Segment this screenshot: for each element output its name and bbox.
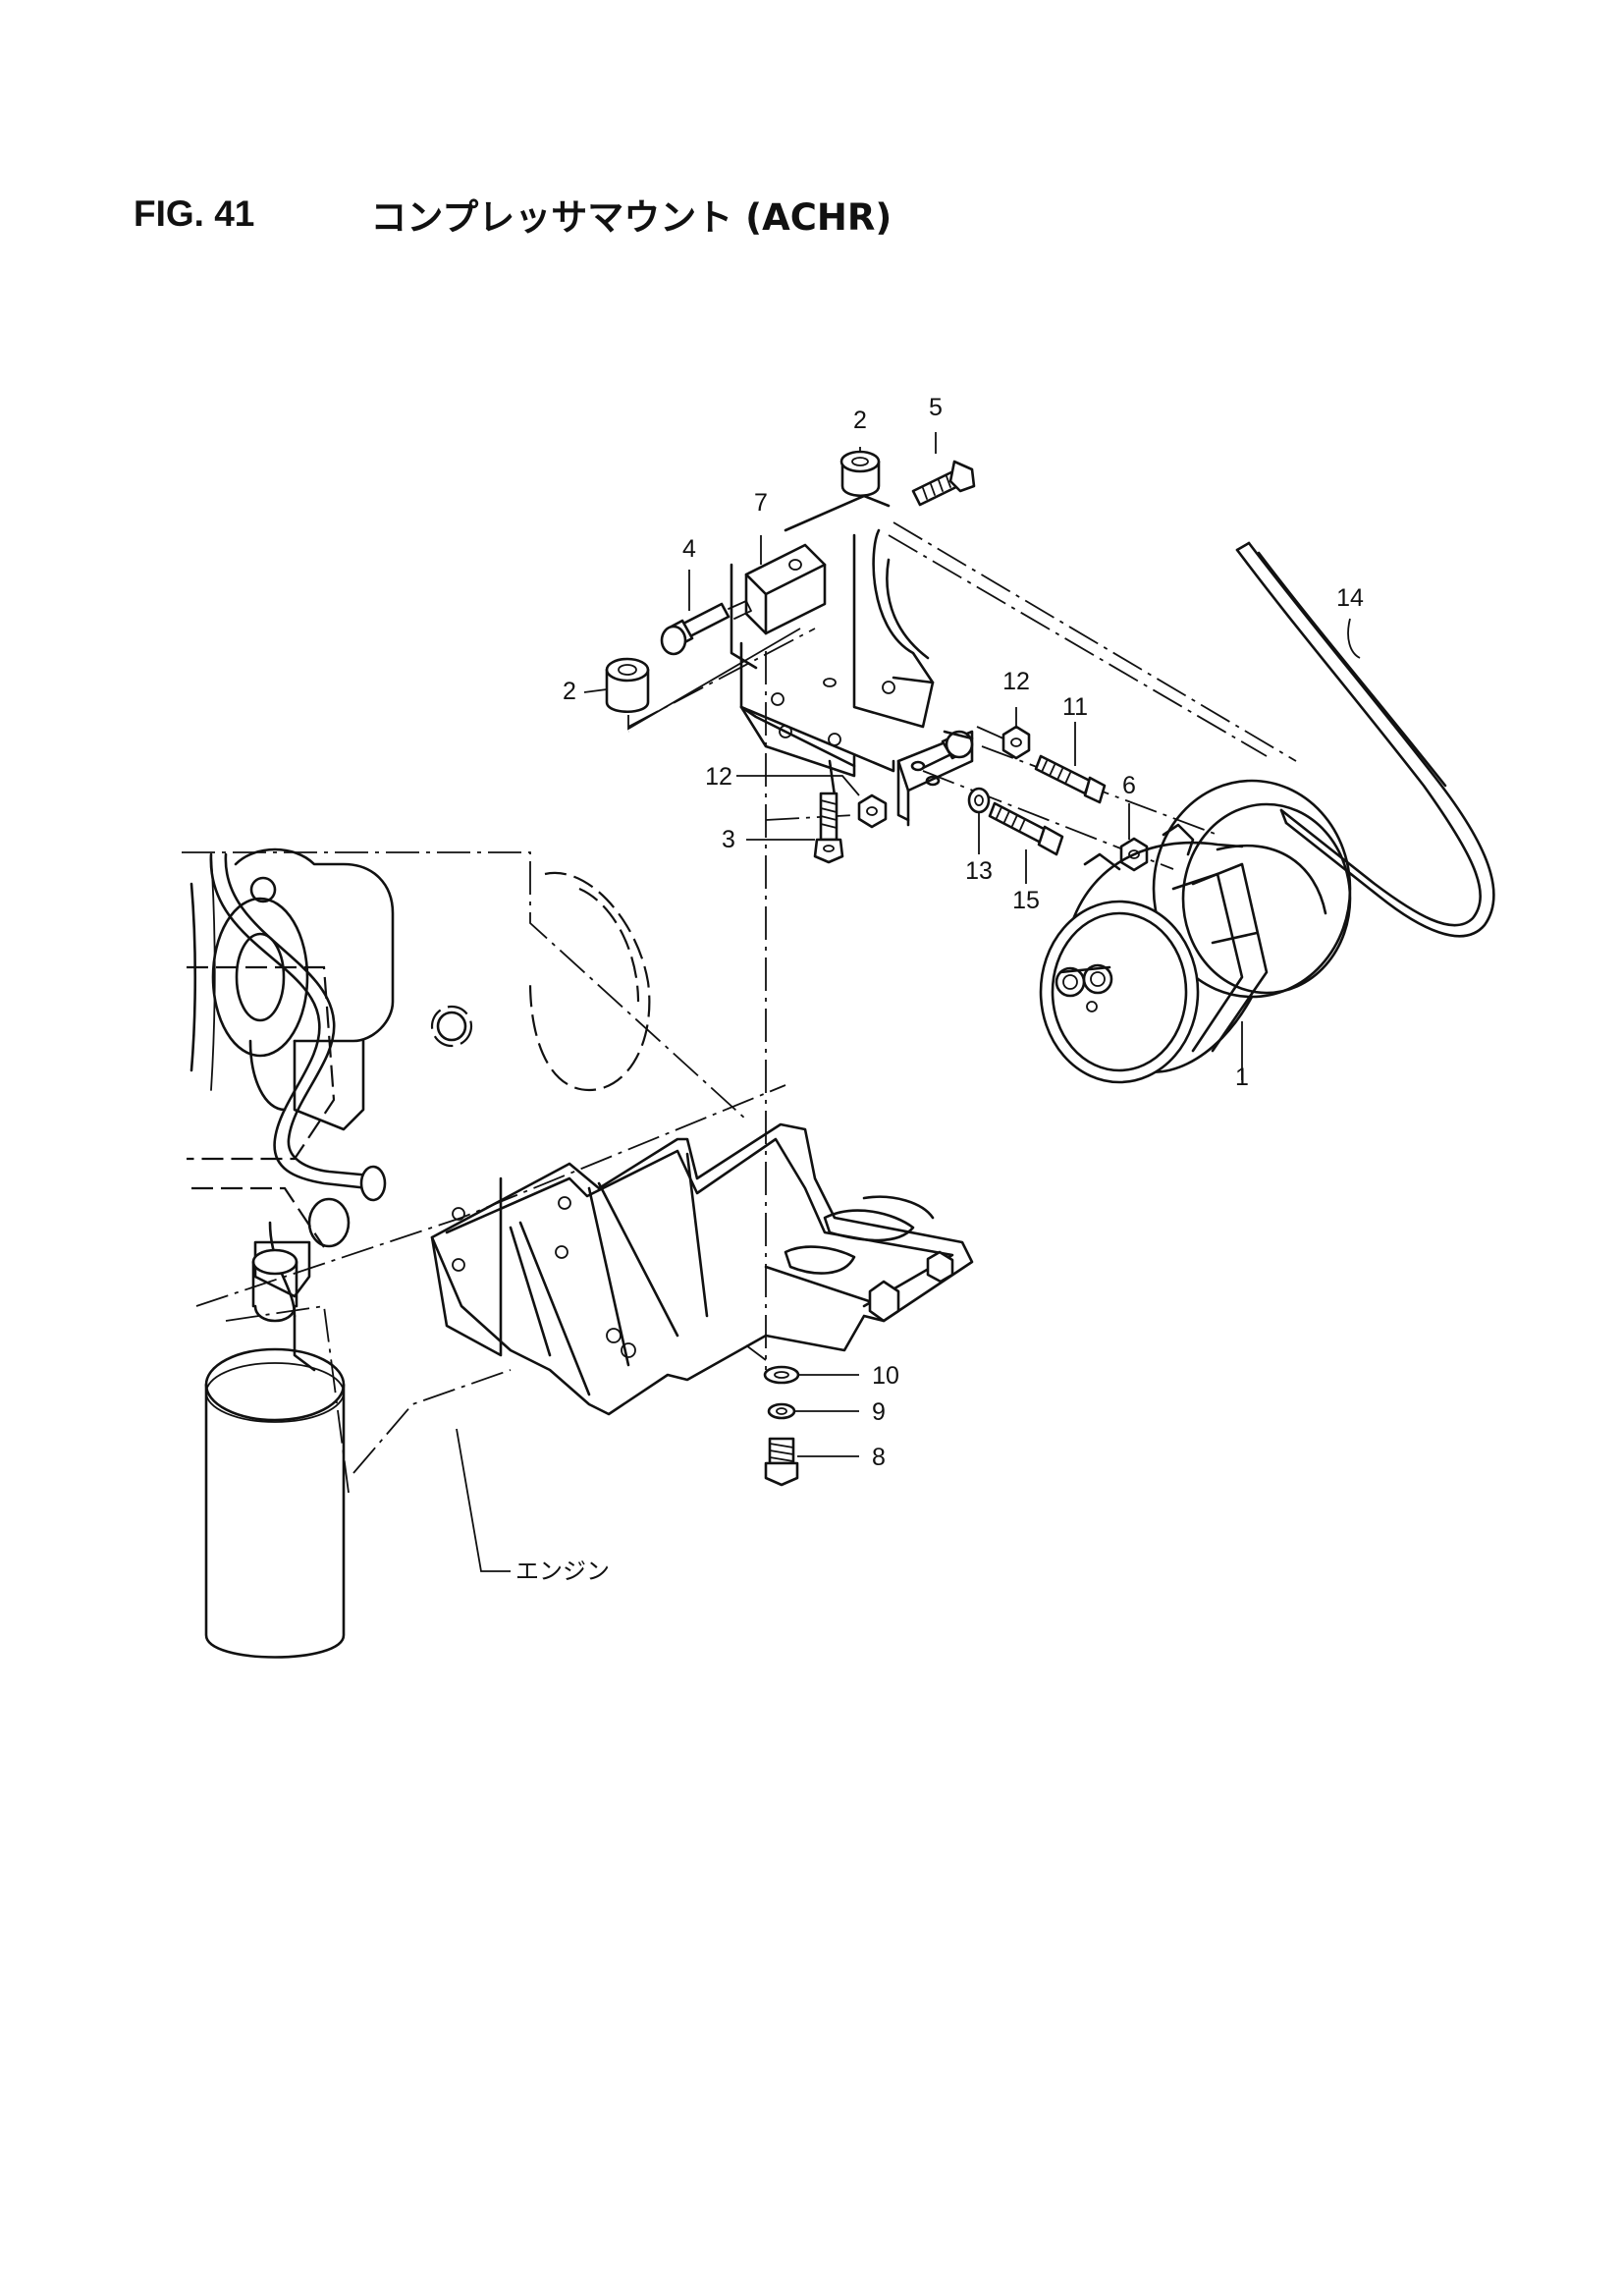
callout-4: 4 [682,535,696,563]
callout-1: 1 [1235,1064,1249,1091]
callout-5: 5 [929,394,943,421]
callout-14: 14 [1336,584,1364,612]
bolt-15 [988,801,1064,856]
bolt-3 [813,792,844,864]
bushing-lower [605,628,801,731]
mounting-bracket-base [430,1122,974,1416]
callout-12-upper: 12 [1002,668,1030,695]
engine-phantom [182,851,786,1494]
callout-15: 15 [1012,887,1040,914]
washer-13 [967,787,991,814]
bolt-4 [660,600,752,656]
figure-title: コンプレッサマウント (ACHR) [370,196,893,239]
bolt-8 [764,1437,799,1487]
callout-12-lower: 12 [705,763,732,791]
callout-7: 7 [754,489,768,517]
callout-10: 10 [872,1362,899,1390]
adjusting-arm [744,494,891,635]
nut-12-upper [976,725,1031,760]
callout-labels: 1 2 2 3 4 5 6 7 8 9 10 11 12 12 13 14 15… [515,394,1364,1585]
bolt-5 [911,460,976,507]
callout-8: 8 [872,1444,886,1471]
callout-6: 6 [1122,772,1136,799]
lock-washer-9 [767,1402,796,1420]
bolt-11 [1034,754,1107,804]
callout-2-upper: 2 [853,407,867,434]
callout-9: 9 [872,1398,886,1426]
leader-lines [456,432,1361,1572]
v-belt [1235,541,1495,938]
figure-header: FIG. 41 コンプレッサマウント (ACHR) [134,185,892,244]
callout-13: 13 [965,857,993,885]
callout-11: 11 [1062,693,1088,721]
engine-label: エンジン [515,1558,610,1585]
callout-2-lower: 2 [563,678,576,705]
washer-10 [763,1365,800,1385]
spacer-bracket [941,730,974,760]
figure-number: FIG. 41 [134,193,255,234]
compressor [1039,779,1352,1084]
callout-3: 3 [722,826,735,853]
bushing-upper [839,450,881,498]
receiver-drier-outline [204,852,387,1659]
nut-12-lower [857,793,888,829]
turbocharger-outline [189,847,395,1131]
